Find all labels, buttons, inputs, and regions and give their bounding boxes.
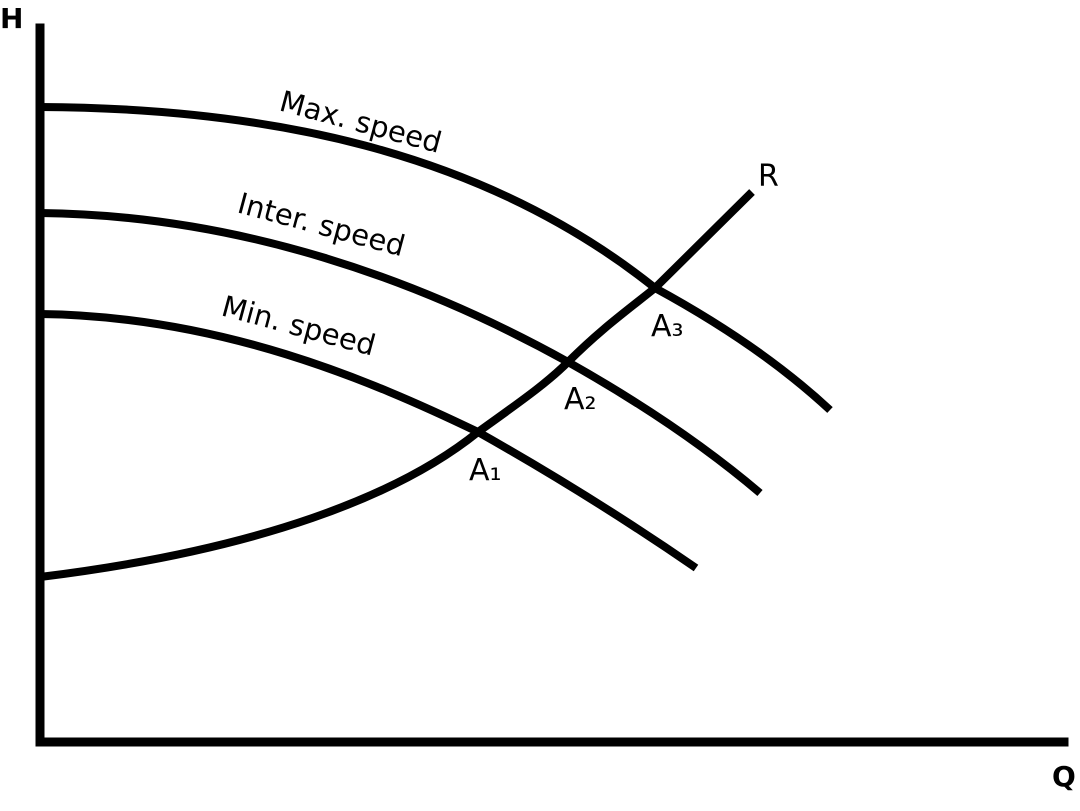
y-axis-label: H <box>0 2 23 35</box>
operating-point-a2-label: A₂ <box>564 382 597 417</box>
x-axis-label: Q <box>1052 760 1076 793</box>
min-speed-curve <box>39 310 699 572</box>
operating-point-a1-label: A₁ <box>469 453 502 488</box>
operating-point-a3-label: A₃ <box>651 309 684 344</box>
inter-speed-curve <box>39 209 763 497</box>
inter-speed-label: Inter. speed <box>234 186 408 263</box>
min-speed-label: Min. speed <box>218 289 379 363</box>
system-curve-label: R <box>758 159 779 194</box>
max-speed-curve <box>39 103 833 413</box>
system-curve-r <box>39 189 755 581</box>
